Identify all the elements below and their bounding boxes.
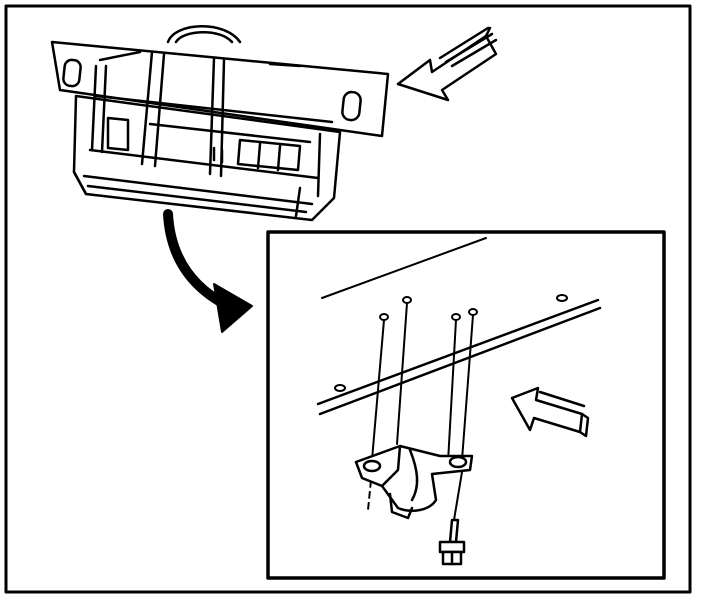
instrument-panel-assembly xyxy=(50,25,390,222)
bolt-icon xyxy=(438,518,466,566)
detail-inset xyxy=(266,230,666,580)
mounting-bracket xyxy=(354,444,474,520)
direction-arrow-icon xyxy=(396,26,498,102)
outer-frame xyxy=(4,4,692,594)
inset-direction-arrow-icon xyxy=(510,386,590,438)
callout-arrow-icon xyxy=(163,209,253,333)
